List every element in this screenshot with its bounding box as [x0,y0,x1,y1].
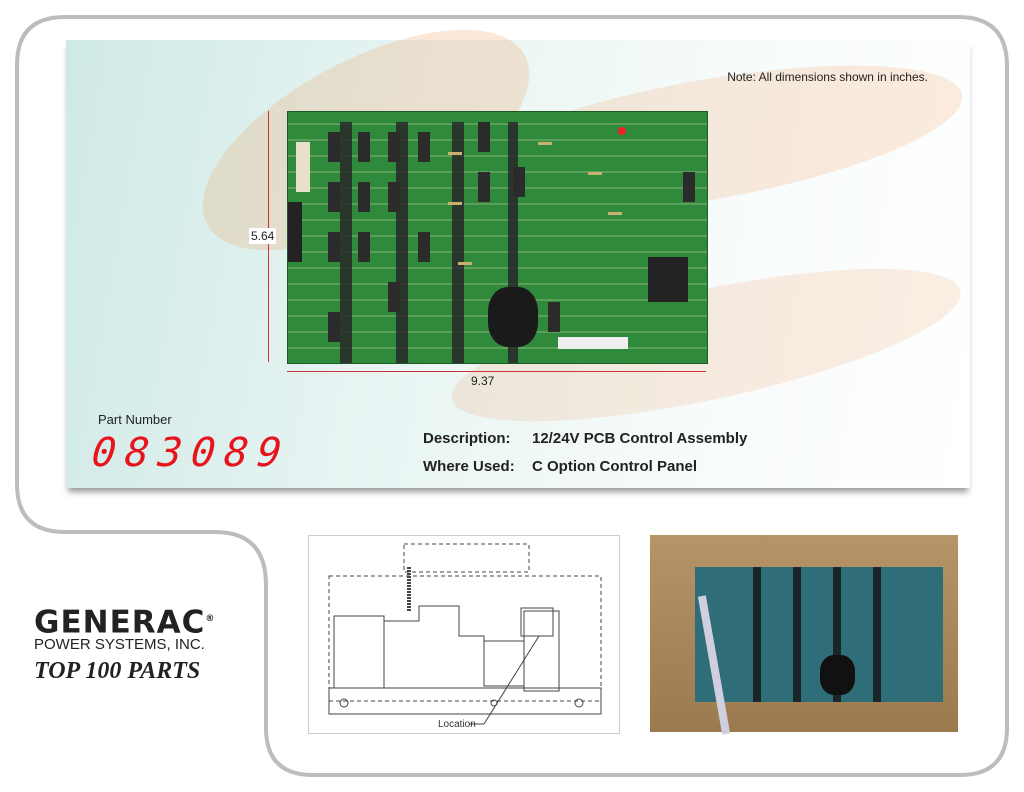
width-dimension-line [287,371,706,372]
where-used-value: C Option Control Panel [532,458,697,475]
where-used-label: Where Used: [423,458,515,475]
location-label: Location [438,719,476,730]
description-value: 12/24V PCB Control Assembly [532,430,748,447]
pcb-photo [287,111,708,364]
brand-name: GENERAC [34,604,206,641]
part-number-label: Part Number [98,412,172,427]
part-number: 083089 [89,430,293,476]
location-diagram [308,535,620,734]
registered-mark: ® [205,614,216,624]
brand-subtitle: POWER SYSTEMS, INC. [34,636,205,654]
product-panel: Note: All dimensions shown in inches. 9.… [66,0,973,488]
generac-logo: GENERAC® POWER SYSTEMS, INC. [34,604,215,653]
height-dimension: 5.64 [249,228,277,244]
tagline: TOP 100 PARTS [34,658,201,684]
description-label: Description: [423,430,511,447]
dimensions-note: Note: All dimensions shown in inches. [727,70,928,84]
width-dimension: 9.37 [471,374,495,388]
installed-board-photo [650,535,958,735]
